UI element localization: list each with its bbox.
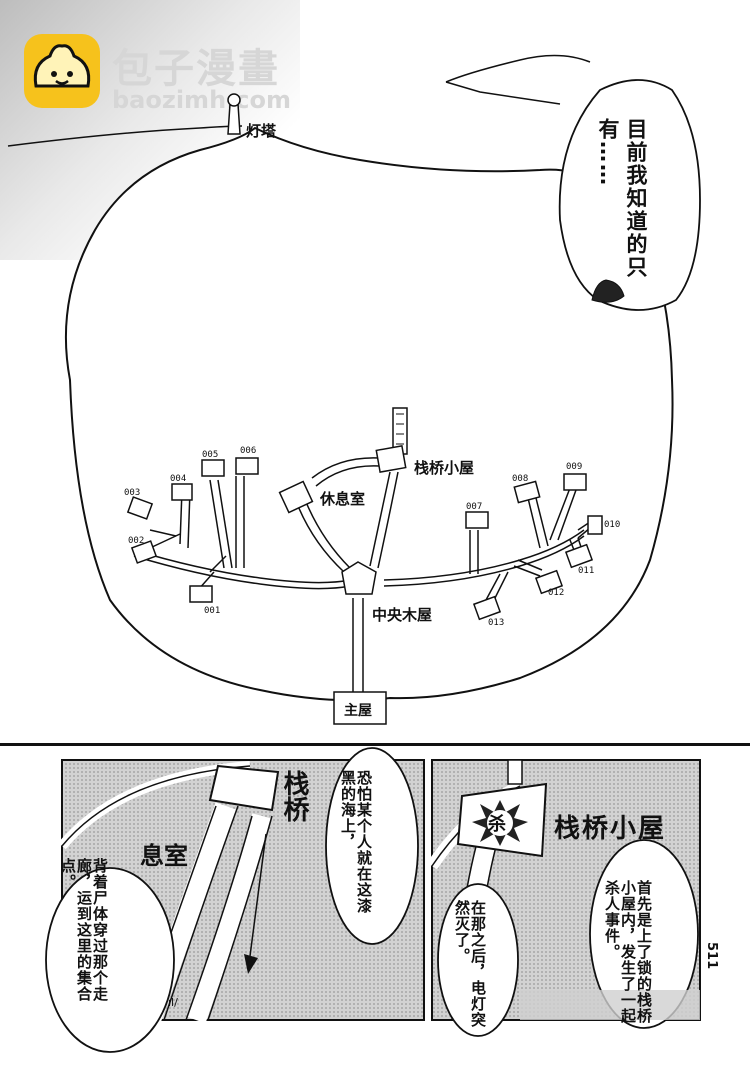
- label-pier-hut: 栈桥小屋: [414, 459, 475, 477]
- main-house-shape: [333, 691, 387, 725]
- watermark-title: 包子漫畫: [112, 46, 280, 92]
- central-hut-shape: [341, 561, 377, 595]
- caption-sea: 恐怕某个人就在这漆黑的海上，: [339, 770, 373, 914]
- pier-sign-text: 栈桥: [279, 770, 309, 822]
- label-lighthouse: 灯塔: [246, 122, 277, 140]
- island-map: [7, 54, 701, 725]
- cabin-number: 010: [604, 520, 621, 530]
- label-main-house: 主屋: [344, 703, 372, 719]
- caption-murder: 首先是上了锁的栈桥小屋内，发生了一起杀人事件。: [603, 880, 653, 1024]
- cabin-number: 005: [202, 450, 219, 460]
- cabin-number: 003: [124, 488, 141, 498]
- caption-blackout: 在那之后，电灯突然灭了。: [453, 900, 487, 1028]
- caption-corridor: 背着尸体穿过那个走廊，运到这里的集合点。: [59, 858, 109, 1002]
- bottom-panels: [45, 747, 701, 1053]
- label-central-hut: 中央木屋: [372, 606, 433, 624]
- cabin-number: 013: [488, 618, 505, 628]
- cabin-number: 004: [170, 474, 187, 484]
- cabin-number: 006: [240, 446, 257, 456]
- label-lounge: 休息室: [320, 490, 366, 508]
- bun-logo-icon: [24, 34, 100, 108]
- kill-stamp-text: 杀: [488, 814, 506, 835]
- cabin-number: 008: [512, 474, 529, 484]
- pier-hut-sign-text: 栈桥小屋: [554, 814, 667, 844]
- cabin-number: 012: [548, 588, 565, 598]
- pier-hut-shape: [375, 445, 407, 473]
- cabin-number: 007: [466, 502, 483, 512]
- lounge-shape: [278, 480, 314, 514]
- cabin-number: 002: [128, 536, 145, 546]
- lounge-sign-text: 息室: [140, 842, 188, 870]
- watermark-subtitle: baozimh.com: [112, 86, 291, 114]
- page-number: 511: [704, 942, 719, 970]
- cabin-number: 011: [578, 566, 595, 576]
- cabin-number: 009: [566, 462, 583, 472]
- speech-bubble-text: 目前我知道的只有……: [596, 118, 648, 279]
- panel-divider: [0, 743, 750, 746]
- cabin-number: 001: [204, 606, 221, 616]
- sfx-mark: ıl/: [168, 996, 178, 1009]
